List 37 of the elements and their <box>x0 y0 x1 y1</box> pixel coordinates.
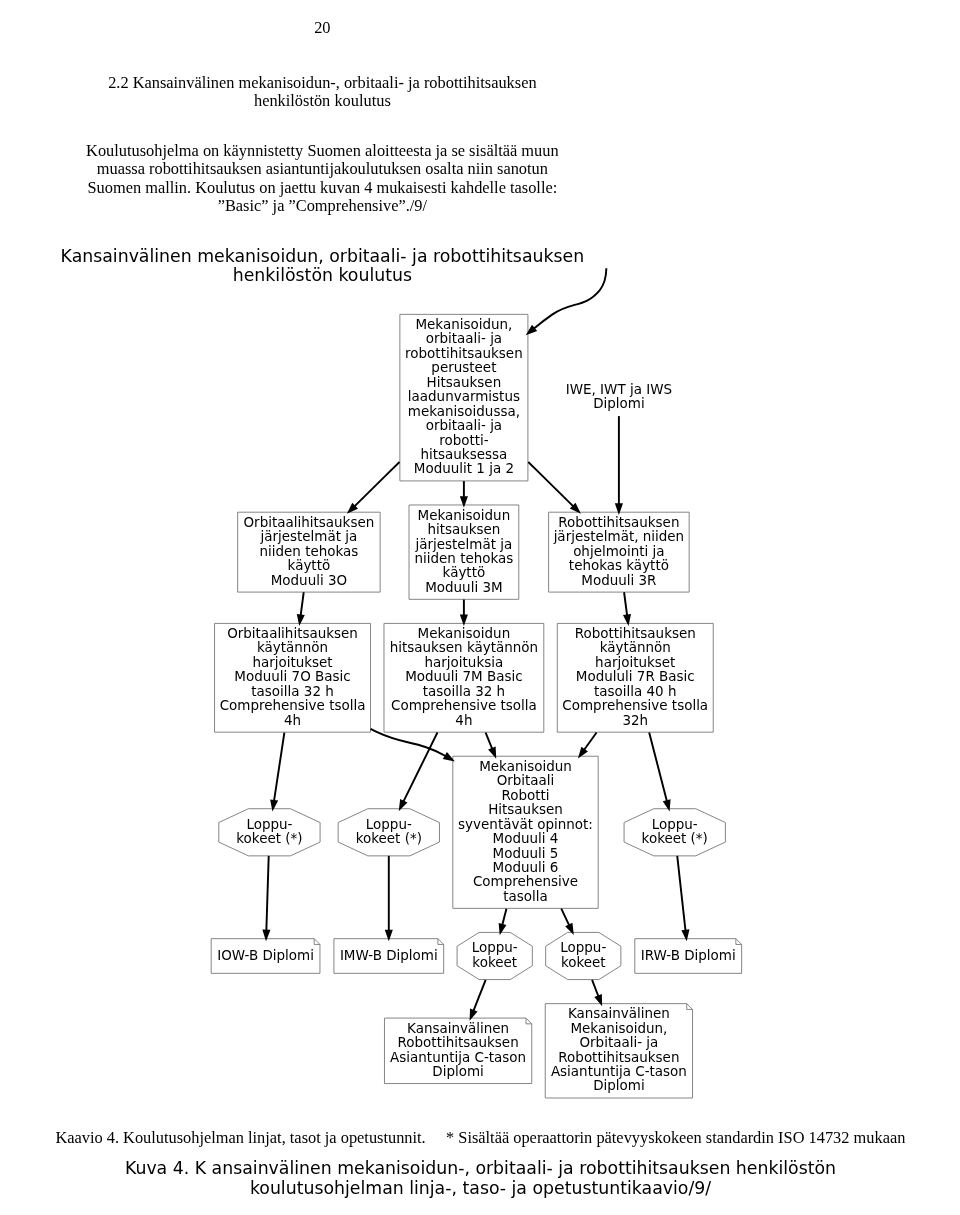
arrow <box>647 731 671 812</box>
arrow <box>525 267 607 336</box>
node-box: Robottihitsauksen käytännön harjoitukset Modululi 7R Basic tasoilla 40 h Comprehensive tsolla 32h <box>556 622 714 733</box>
arrow <box>484 731 496 759</box>
label: * Sisältää operaattorin pätevyyskokeen standardin ISO 14732 mukaan <box>445 1128 905 1148</box>
arrow <box>559 907 574 936</box>
diagram-title: Kansainvälinen mekanisoidun, orbitaali- ja robottihitsauksen henkilöstön koulutus <box>60 245 584 286</box>
arrow <box>261 854 270 942</box>
arrow <box>296 591 305 626</box>
label: 20 <box>313 18 331 38</box>
node-box: Mekanisoidun Orbitaali Robotti Hitsauksen syventävät opinnot: Moduuli 4 Moduuli 5 Moduuli 6 Comprehensive tasolla <box>451 755 599 909</box>
arrow <box>526 461 581 514</box>
node-box: Orbitaalihitsauksen käytännön harjoitukset Moduuli 7O Basic tasoilla 32 h Comprehensive tsolla 4h <box>213 622 371 733</box>
arrow <box>498 907 507 936</box>
node-box: Orbitaalihitsauksen järjestelmät ja niiden tehokas käyttö Moduuli 3O <box>236 511 381 593</box>
label: Kaavio 4. Koulutusohjelman linjat, tasot ja opetustunnit. <box>54 1128 426 1148</box>
arrow <box>269 731 285 812</box>
node-box: Mekanisoidun, orbitaali- ja robottihitsauksen perusteet Hitsauksen laadunvarmistus mekanisoidussa, orbitaali- ja robotti- hitsauksessa Moduulit 1 ja 2 <box>398 313 528 482</box>
arrow <box>346 461 400 514</box>
node-box: Mekanisoidun hitsauksen käytännön harjoituksia Moduuli 7M Basic tasoilla 32 h Comprehensive tsolla 4h <box>383 622 544 733</box>
arrow <box>590 978 602 1007</box>
node-text: IWE, IWT ja IWS Diplomi <box>565 380 672 412</box>
arrow <box>577 731 598 759</box>
arrow <box>384 854 393 942</box>
arrow <box>622 591 631 626</box>
node-box: Robottihitsauksen järjestelmät, niiden ohjelmointi ja tehokas käyttö Moduuli 3R <box>547 511 690 593</box>
arrow <box>398 731 438 812</box>
label: 2.2 Kansainvälinen mekanisoidun-, orbitaali- ja robottihitsauksen henkilöstön koulutus <box>107 72 537 111</box>
arrow <box>614 415 623 515</box>
arrow <box>459 598 468 626</box>
label: Koulutusohjelma on käynnistetty Suomen aloitteesta ja se sisältää muun muassa robottihitsauksen asiantuntijakoulutuksen osalta niin sanotun Suomen mallin. Koulutus on jaettu kuvan 4 mukaisesti kahdelle tasolle: ”Basic” ja ”Comprehensive”./9/ <box>85 141 559 215</box>
arrow <box>459 480 468 508</box>
arrow <box>675 854 689 942</box>
arrow <box>469 978 487 1021</box>
arrow <box>369 727 455 762</box>
node-box: Mekanisoidun hitsauksen järjestelmät ja niiden tehokas käyttö Moduuli 3M <box>408 504 519 600</box>
caption: Kuva 4. K ansainvälinen mekanisoidun-, orbitaali- ja robottihitsauksen henkilöstön koulutusohjelman linja-, taso- ja opetustuntikaavio/9/ <box>124 1158 836 1198</box>
